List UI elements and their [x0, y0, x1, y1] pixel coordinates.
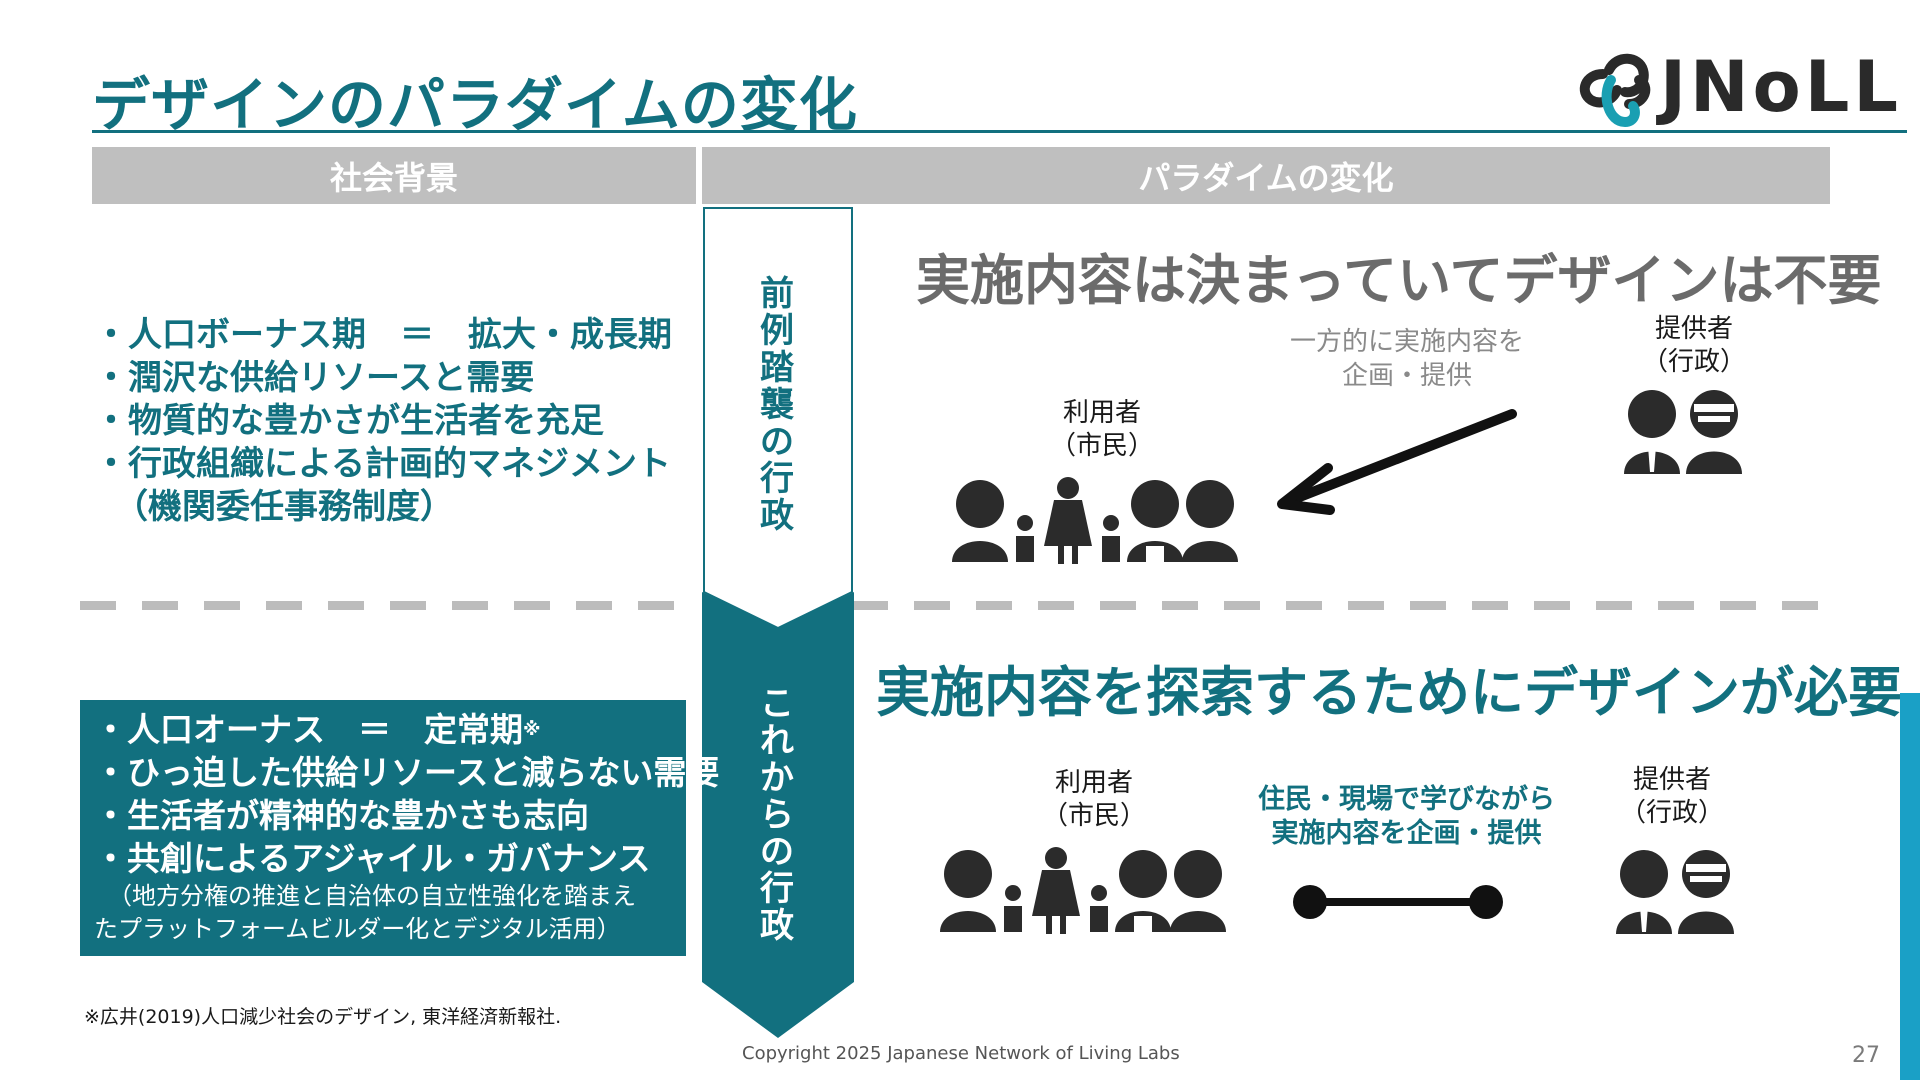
vertical-char: 行	[760, 459, 794, 499]
vertical-char: 前	[760, 274, 794, 314]
column-header-label: 社会背景	[329, 158, 458, 197]
future-headline: 実施内容を探索するためにデザインが必要	[876, 661, 1902, 724]
past-user-label: 利用者 （市民）	[1050, 397, 1154, 463]
note-line: 一方的に実施内容を	[1290, 327, 1525, 357]
divider-dashed-left	[80, 601, 700, 610]
list-item: ・人口ボーナス期 ＝ 拡大・成長期	[94, 315, 672, 355]
page-title: デザインのパラダイムの変化	[92, 71, 858, 139]
vertical-char: 例	[760, 311, 794, 351]
title-underline	[92, 130, 1907, 133]
future-administration-label: これからの行政	[747, 686, 807, 945]
vertical-char: ら	[760, 795, 794, 835]
citizens-group-icon	[952, 477, 1238, 564]
label-line: 提供者	[1655, 314, 1734, 344]
vertical-char: の	[760, 832, 794, 872]
note-line: 実施内容を企画・提供	[1271, 818, 1542, 849]
label-line: （市民）	[1042, 801, 1147, 831]
one-way-arrow-icon	[1277, 409, 1517, 515]
divider-dashed-right	[852, 601, 1818, 610]
vertical-char: 政	[760, 496, 794, 536]
list-item: ・物質的な豊かさが生活者を充足	[94, 401, 604, 441]
list-note: （地方分権の推進と自治体の自立性強化を踏まえ たプラットフォームビルダー化とデジ…	[94, 880, 719, 946]
column-header-social-background: 社会背景	[92, 147, 696, 204]
label-line: 利用者	[1055, 768, 1134, 798]
vertical-char: の	[760, 422, 794, 462]
vertical-char: か	[760, 758, 794, 798]
vertical-char: れ	[760, 721, 794, 761]
list-item: （機関委任事務制度）	[114, 487, 454, 527]
label-line: （市民）	[1050, 431, 1155, 461]
past-flow-note: 一方的に実施内容を 企画・提供	[1290, 325, 1524, 393]
label-line: 利用者	[1063, 398, 1142, 428]
transition-arrow	[702, 207, 854, 1038]
future-user-label: 利用者 （市民）	[1042, 767, 1146, 833]
two-way-connector-icon	[1293, 885, 1503, 919]
jnoll-logo	[1579, 53, 1651, 128]
footnote-mark: ※	[523, 719, 541, 740]
vertical-char: 襲	[760, 385, 794, 425]
note-line: 企画・提供	[1342, 361, 1473, 391]
vertical-char: 行	[760, 869, 794, 909]
copyright: Copyright 2025 Japanese Network of Livin…	[742, 1043, 1180, 1064]
list-item: ・生活者が精神的な豊かさも志向	[94, 796, 589, 835]
vertical-char: 踏	[760, 348, 794, 388]
column-header-label: パラダイムの変化	[1138, 158, 1394, 197]
list-item: ・人口オーナス ＝ 定常期※	[94, 710, 541, 749]
note-line: 住民・現場で学びながら	[1258, 784, 1555, 815]
reference-footnote: ※広井(2019)人口減少社会のデザイン, 東洋経済新報社.	[84, 1006, 562, 1028]
list-item: ・共創によるアジャイル・ガバナンス	[94, 839, 651, 878]
accent-side-bar	[1900, 693, 1920, 1080]
label-line: （行政）	[1642, 347, 1747, 377]
note-line: （地方分権の推進と自治体の自立性強化を踏まえ	[108, 882, 636, 910]
past-headline: 実施内容は決まっていてデザインは不要	[916, 249, 1882, 312]
list-item: ・ひっ迫した供給リソースと減らない需要	[94, 753, 720, 792]
future-background-box	[80, 700, 686, 956]
list-item: ・潤沢な供給リソースと需要	[94, 358, 535, 398]
label-line: （行政）	[1620, 798, 1725, 828]
list-item: ・行政組織による計画的マネジメント	[94, 444, 671, 484]
note-line: たプラットフォームビルダー化とデジタル活用）	[94, 915, 621, 943]
providers-group-icon	[1624, 390, 1742, 474]
label-line: 提供者	[1633, 765, 1712, 795]
future-flow-note: 住民・現場で学びながら 実施内容を企画・提供	[1258, 783, 1555, 851]
past-provider-label: 提供者 （行政）	[1642, 313, 1746, 379]
vertical-char: こ	[760, 684, 794, 724]
vertical-char: 政	[760, 906, 794, 946]
citizens-group-icon	[940, 847, 1226, 934]
providers-group-icon	[1616, 850, 1734, 934]
past-administration-label: 前例踏襲の行政	[747, 276, 807, 535]
logo-text: JNoLL	[1660, 46, 1902, 128]
future-background-list: ・人口オーナス ＝ 定常期※ ・ひっ迫した供給リソースと減らない需要 ・生活者が…	[94, 708, 719, 946]
page-number: 27	[1852, 1043, 1880, 1068]
chain-link-logo-icon	[1579, 53, 1651, 128]
past-background-list: ・人口ボーナス期 ＝ 拡大・成長期 ・潤沢な供給リソースと需要 ・物質的な豊かさ…	[94, 314, 672, 529]
column-header-paradigm-change: パラダイムの変化	[702, 147, 1830, 204]
future-provider-label: 提供者 （行政）	[1620, 764, 1724, 830]
